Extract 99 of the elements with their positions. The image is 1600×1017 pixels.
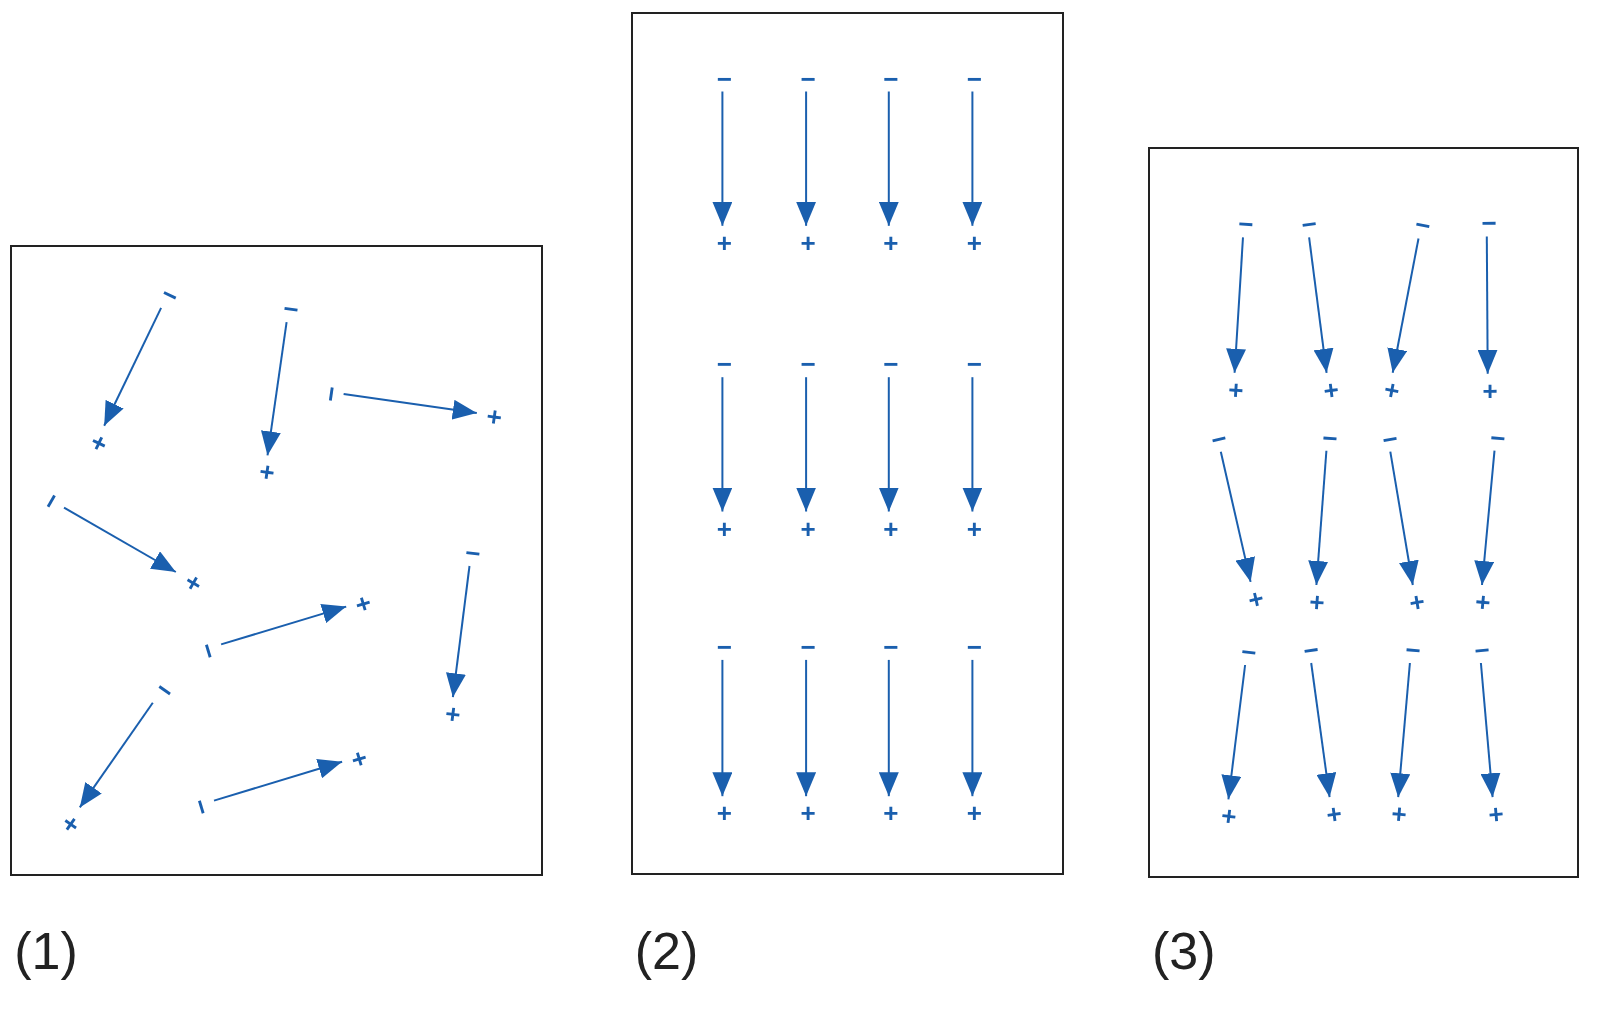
charge-sign: − [1292, 207, 1326, 242]
charge-sign: − [959, 631, 990, 662]
charge-sign: + [50, 803, 93, 846]
charge-sign: + [709, 227, 740, 258]
charge-sign: + [1316, 797, 1351, 832]
dipole-arrow [261, 321, 288, 457]
dipole-arrow [962, 90, 983, 227]
charge-sign: − [456, 536, 491, 570]
dipole-arrow [1221, 664, 1247, 801]
dipole-arrow [1474, 449, 1496, 586]
charge-sign: + [1238, 580, 1275, 617]
dipole-arrow [1226, 236, 1247, 374]
charge-sign: − [1232, 635, 1266, 669]
charge-sign: − [793, 63, 824, 94]
charge-sign: − [709, 631, 740, 662]
charge-sign: + [959, 513, 990, 544]
charge-sign: − [150, 274, 191, 315]
dipole-arrow [878, 658, 899, 798]
charge-sign: + [1474, 375, 1505, 406]
charge-sign: − [1229, 208, 1262, 241]
charge-sign: + [344, 585, 382, 623]
charge-sign: − [1481, 421, 1515, 454]
dipole-arrow [63, 506, 177, 573]
charge-sign: + [1466, 585, 1499, 619]
charge-sign: − [1465, 633, 1498, 667]
dipole-arrow [796, 376, 817, 513]
charge-sign: + [78, 422, 119, 463]
dipole-arrow [878, 376, 899, 513]
charge-sign: + [793, 227, 824, 258]
dipole-arrow [213, 759, 344, 802]
dipole-arrow [712, 90, 733, 227]
charge-sign: + [1382, 798, 1416, 831]
dipole-arrow [1479, 662, 1501, 799]
charge-sign: − [959, 349, 990, 380]
dipole-arrow [446, 565, 471, 699]
charge-sign: + [875, 798, 906, 829]
charge-sign: − [1405, 207, 1441, 243]
charge-sign: + [1301, 585, 1334, 619]
charge-sign: + [959, 798, 990, 829]
charge-sign: + [250, 455, 285, 490]
panel-label: (2) [634, 925, 699, 978]
charge-sign: − [182, 788, 220, 826]
charge-sign: + [793, 513, 824, 544]
charge-sign: + [1211, 799, 1246, 833]
dipole-arrow [220, 603, 348, 646]
charge-sign: + [1374, 372, 1410, 408]
charge-sign: − [1396, 633, 1430, 667]
charge-sign: + [709, 513, 740, 544]
dipole-arrow [78, 701, 154, 809]
charge-sign: − [875, 349, 906, 380]
charge-sign: + [959, 227, 990, 258]
charge-sign: − [959, 63, 990, 94]
charge-sign: − [793, 631, 824, 662]
dipole-arrow [712, 376, 733, 513]
charge-sign: + [1219, 373, 1252, 406]
charge-sign: − [709, 63, 740, 94]
charge-sign: + [172, 562, 214, 604]
charge-sign: − [1473, 208, 1504, 239]
charge-sign: − [189, 632, 227, 670]
dipole-arrow [962, 658, 983, 798]
dipole-arrow [878, 90, 899, 227]
charge-sign: − [1294, 633, 1329, 667]
dipole-arrow [1387, 237, 1420, 374]
panel-label: (1) [14, 925, 78, 978]
charge-sign: − [30, 480, 72, 522]
charge-sign: + [1479, 798, 1513, 831]
charge-sign: + [476, 400, 511, 435]
charge-sign: + [340, 740, 378, 778]
dipole-arrow [796, 658, 817, 798]
dipole-arrow [103, 306, 163, 427]
dipole-arrow [1219, 450, 1255, 583]
charge-sign: + [1400, 584, 1435, 620]
charge-sign: − [709, 349, 740, 380]
charge-sign: − [273, 292, 308, 327]
charge-sign: − [313, 376, 348, 411]
panel-label: (3) [1152, 925, 1216, 978]
charge-sign: − [875, 631, 906, 662]
dipole-arrow [1308, 449, 1329, 586]
charge-sign: + [709, 798, 740, 829]
charge-sign: + [1313, 372, 1348, 407]
charge-sign: − [1313, 421, 1346, 454]
dipole-arrow [1308, 236, 1334, 374]
charge-sign: − [875, 63, 906, 94]
dipole-arrow [796, 90, 817, 227]
charge-sign: + [875, 227, 906, 258]
dipole-arrow [1477, 235, 1498, 375]
dipole-arrow [1310, 662, 1337, 799]
charge-sign: + [875, 513, 906, 544]
dipole-arrow [712, 658, 733, 798]
dipole-arrow [962, 376, 983, 513]
charge-sign: + [793, 798, 824, 829]
charge-sign: − [793, 349, 824, 380]
charge-sign: − [1372, 421, 1408, 456]
dipole-arrow [1389, 450, 1419, 586]
dipole-arrow [1390, 662, 1411, 799]
charge-sign: − [1201, 420, 1238, 457]
charge-sign: − [144, 668, 187, 711]
charge-sign: + [436, 697, 470, 731]
dipole-arrow [342, 393, 478, 420]
